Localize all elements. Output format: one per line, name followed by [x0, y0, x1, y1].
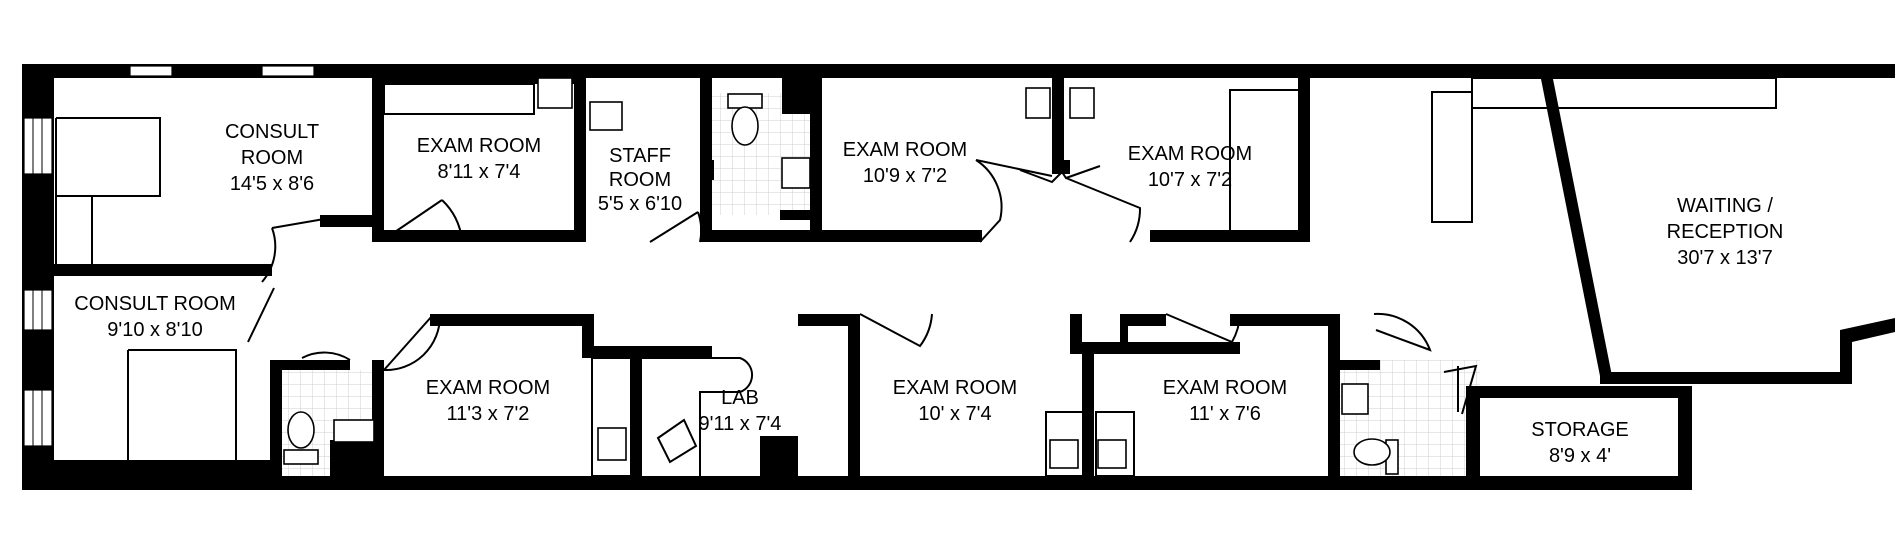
interior-walls-bottom [22, 264, 1480, 480]
room-name-storage: STORAGE [1531, 419, 1628, 441]
room-size-exam-room-2: 10'9 x 7'2 [863, 165, 947, 187]
room-size-lab: 9'11 x 7'4 [699, 413, 782, 435]
room-name-waiting-reception: WAITING / [1677, 195, 1773, 217]
room-size-exam-room-3: 10'7 x 7'2 [1148, 169, 1232, 191]
room-size-staff-room: 5'5 x 6'10 [598, 193, 682, 215]
windows [23, 65, 315, 447]
room-size-waiting-reception: 30'7 x 13'7 [1677, 247, 1773, 269]
toilets [283, 93, 1399, 475]
room-name-lab: LAB [721, 387, 759, 409]
room-name-exam-room-1: EXAM ROOM [417, 135, 541, 157]
room-size-consult-room-1: 14'5 x 8'6 [230, 173, 314, 195]
room-name-consult-room-1: CONSULT [225, 121, 319, 143]
interior-walls-top [320, 74, 1310, 242]
room-size-storage: 8'9 x 4' [1549, 445, 1611, 467]
room-size-exam-room-1: 8'11 x 7'4 [438, 161, 521, 183]
sinks [333, 77, 1369, 469]
room-size-exam-room-5: 10' x 7'4 [918, 403, 991, 425]
room-name-consult-room-1-line2: ROOM [241, 147, 303, 169]
room-name-staff-room-line2: ROOM [609, 169, 671, 191]
room-name-staff-room: STAFF [609, 145, 671, 167]
room-size-exam-room-6: 11' x 7'6 [1189, 403, 1261, 425]
room-name-exam-room-6: EXAM ROOM [1163, 377, 1287, 399]
room-name-exam-room-5: EXAM ROOM [893, 377, 1017, 399]
room-name-exam-room-3: EXAM ROOM [1128, 143, 1252, 165]
cabinetry [55, 77, 1777, 477]
room-name-waiting-reception-line2: RECEPTION [1667, 221, 1784, 243]
room-size-exam-room-4: 11'3 x 7'2 [447, 403, 530, 425]
room-name-exam-room-2: EXAM ROOM [843, 139, 967, 161]
room-name-consult-room-2: CONSULT ROOM [74, 293, 236, 315]
room-name-exam-room-4: EXAM ROOM [426, 377, 550, 399]
room-labels: CONSULT ROOM 14'5 x 8'6 EXAM ROOM 8'11 x… [74, 121, 1783, 467]
room-size-consult-room-2: 9'10 x 8'10 [107, 319, 203, 341]
doors [247, 159, 1478, 464]
